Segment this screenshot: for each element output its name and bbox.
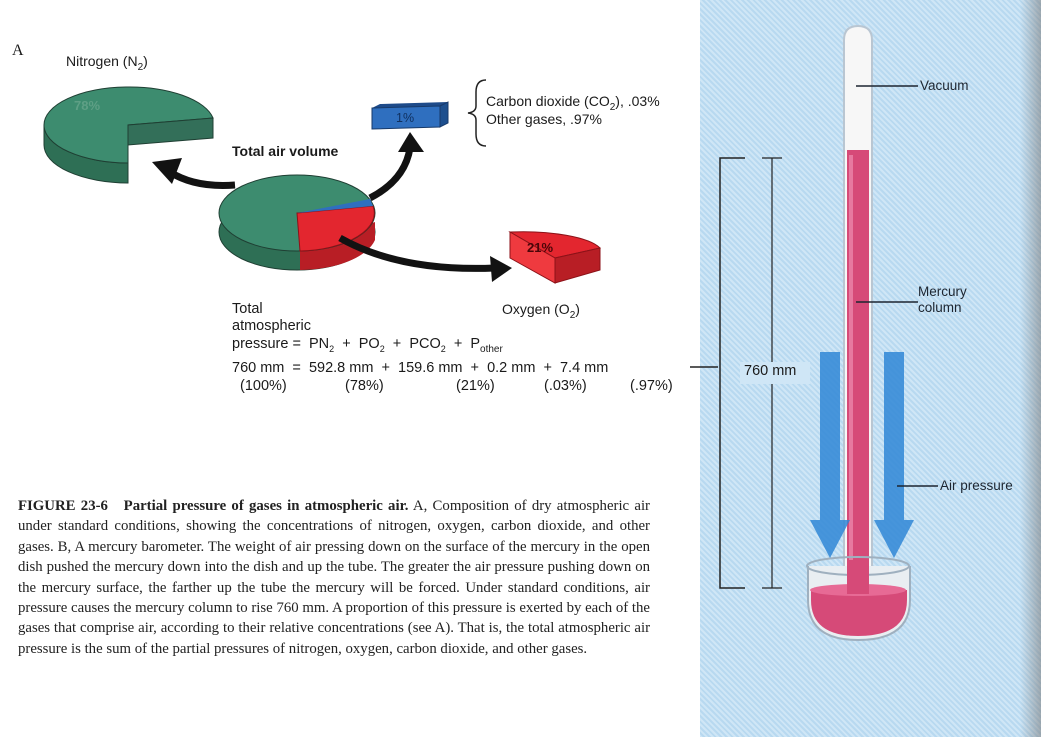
pct-other: (.97%) <box>630 378 673 394</box>
panel-letter-a: A <box>12 42 24 59</box>
pct-oxygen: (21%) <box>456 378 495 394</box>
barometer <box>806 24 914 642</box>
nitrogen-label: Nitrogen (N2) <box>66 53 148 73</box>
equation-atmospheric: atmospheric <box>232 318 311 334</box>
arrow-to-nitrogen-head <box>152 158 182 184</box>
total-air-volume-label: Total air volume <box>232 143 339 159</box>
air-pressure-arrow-left <box>810 352 850 558</box>
air-pressure-arrow-right <box>874 352 914 558</box>
brace <box>467 79 487 147</box>
co2-label: Carbon dioxide (CO2), .03% <box>486 93 660 113</box>
pct-nitrogen: (78%) <box>345 378 384 394</box>
oxygen-piece-side <box>554 247 601 284</box>
vacuum-label: Vacuum <box>920 78 969 93</box>
arrow-to-oxygen <box>338 234 496 272</box>
mercury-column-label: Mercury column <box>918 284 967 315</box>
arrow-to-oxygen-head <box>490 256 512 282</box>
oxygen-pct: 21% <box>527 240 554 255</box>
pct-total: (100%) <box>240 378 287 394</box>
oxygen-pie-piece <box>508 231 601 284</box>
arrow-to-other <box>368 147 414 202</box>
caption-title: Partial pressure of gases in atmospheric… <box>123 498 409 514</box>
height-bracket <box>719 157 745 589</box>
other-gases-label: Other gases, .97% <box>486 111 602 127</box>
pct-co2: (.03%) <box>544 378 587 394</box>
arrow-to-nitrogen <box>168 169 236 189</box>
air-pressure-label: Air pressure <box>940 478 1013 493</box>
page-gutter-shadow <box>1020 0 1041 737</box>
oxygen-wedge-top <box>296 205 375 252</box>
oxygen-piece-top <box>508 231 601 259</box>
other-wedge-top <box>297 199 373 213</box>
caption-body: A, Composition of dry atmospheric air un… <box>18 498 650 657</box>
other-gases-block <box>371 101 449 130</box>
oxygen-label: Oxygen (O2) <box>502 301 580 321</box>
total-air-pie <box>218 174 376 271</box>
equation-total: Total <box>232 301 263 317</box>
nitrogen-pie <box>43 86 214 184</box>
arrow-to-other-head <box>398 132 424 152</box>
height-label: 760 mm <box>744 363 797 379</box>
dish-mercury <box>811 590 907 636</box>
equation-values: 760 mm = 592.8 mm + 159.6 mm + 0.2 mm + … <box>232 360 609 376</box>
nitrogen-pie-top <box>43 86 214 164</box>
equation-formula: pressure = PN2 + PO2 + PCO2 + Pother <box>232 336 503 355</box>
nitrogen-pie-cut-face <box>127 117 214 146</box>
figure-caption: FIGURE 23-6 Partial pressure of gases in… <box>18 496 650 659</box>
caption-figure-number: FIGURE 23-6 <box>18 498 108 514</box>
nitrogen-pct: 78% <box>74 98 101 113</box>
other-gases-pct: 1% <box>396 111 415 125</box>
